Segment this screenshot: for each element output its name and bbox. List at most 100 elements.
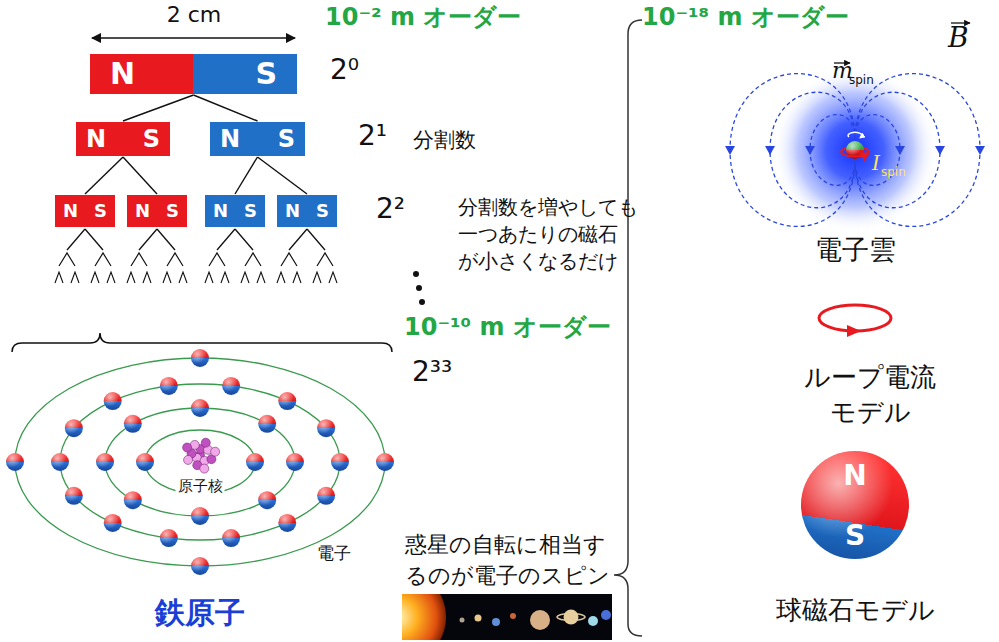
electron-ball (51, 453, 69, 471)
division-power: 2³³ (412, 356, 452, 388)
electron-ball (331, 453, 349, 471)
electron-ball (317, 419, 335, 437)
nucleon (211, 447, 220, 456)
brace (12, 333, 392, 352)
scale-order: 10⁻² m オーダー (325, 4, 521, 32)
electron (124, 491, 142, 509)
electron (331, 453, 349, 471)
split-line (123, 95, 194, 121)
electron-shine (124, 491, 142, 509)
planet (564, 610, 579, 625)
electron-ball (124, 491, 142, 509)
part-label: 原子核 (176, 478, 225, 495)
electron-ball (222, 529, 240, 547)
electron-shine (278, 392, 296, 410)
branch-line (317, 253, 333, 266)
planet (460, 618, 465, 623)
electron (96, 453, 114, 471)
electron-shine (191, 557, 209, 575)
branch-line (139, 229, 157, 250)
electron-shine (278, 514, 296, 532)
nucleon (184, 455, 193, 464)
pole-letter: S (845, 522, 865, 550)
sphere-magnet: NS (800, 450, 910, 560)
electron (246, 453, 264, 471)
branch-line (257, 272, 265, 283)
electron (160, 377, 178, 395)
electron-shine (191, 399, 209, 417)
pole-letter: N (135, 202, 150, 220)
electron (258, 491, 276, 509)
branch-line (59, 253, 75, 266)
electron-shine (317, 487, 335, 505)
electron-shine (222, 529, 240, 547)
split-line (258, 157, 308, 194)
electron-ball (191, 399, 209, 417)
electron-ball (6, 453, 24, 471)
model-caption: ループ電流 モデル (795, 360, 945, 430)
electron (191, 557, 209, 575)
electron-shine (191, 507, 209, 525)
electron-shine (104, 392, 122, 410)
branch-line (91, 272, 99, 283)
part-label: 電子 (315, 544, 353, 564)
electron-shine (65, 419, 83, 437)
planet (492, 618, 500, 626)
dot (416, 285, 422, 291)
electron-ball (65, 487, 83, 505)
electron-shine (136, 453, 154, 471)
field-arrowhead (895, 146, 905, 155)
division-power: 2² (376, 193, 405, 225)
electron-shine (160, 377, 178, 395)
pole-letter: S (255, 59, 277, 89)
electron (286, 453, 304, 471)
analogy-note: 惑星の自転に相当す るのが電子のスピン (405, 530, 617, 592)
electron-ball (96, 453, 114, 471)
electron-ball (191, 557, 209, 575)
electron-ball (222, 377, 240, 395)
pole-letter: N (220, 127, 240, 151)
branch-line (281, 253, 297, 266)
bar-magnet: NS (205, 195, 265, 227)
branch-line (143, 272, 151, 283)
field-arrowhead (935, 146, 945, 155)
pole-letter: S (166, 202, 179, 220)
branch-line (235, 229, 253, 250)
planet (601, 610, 611, 620)
branch-line (277, 272, 285, 283)
branch-line (289, 229, 307, 250)
branch-line (163, 272, 171, 283)
field-line (855, 74, 980, 227)
electron (317, 419, 335, 437)
continuation-dots (413, 271, 425, 305)
branch-line (293, 272, 301, 283)
pole-letter: S (278, 127, 295, 151)
figure-title: 鉄原子 (155, 596, 245, 631)
electron (124, 415, 142, 433)
branch-line (85, 229, 103, 250)
electron-ball (278, 514, 296, 532)
electron-shine (6, 453, 24, 471)
division-note: 分割数を増やしても 一つあたりの磁石 が小さくなるだけ (458, 194, 658, 275)
branch-line (67, 229, 85, 250)
field-arrowhead (765, 146, 775, 155)
electron-ball (136, 453, 154, 471)
dimension-label: 2 cm (167, 2, 222, 27)
electron (317, 487, 335, 505)
division-note: 分割数 (413, 128, 476, 152)
model-caption: 電子雲 (815, 234, 896, 265)
electron-shine (104, 514, 122, 532)
electron-ball (376, 453, 394, 471)
electron (136, 453, 154, 471)
current-symbol: I (872, 152, 880, 175)
pole-letter: N (86, 127, 106, 151)
nucleon (201, 438, 210, 447)
electron-shine (51, 453, 69, 471)
vector-subscript: spin (849, 74, 874, 88)
orbit (60, 384, 340, 540)
field-line (730, 74, 855, 227)
bar-magnet: NS (277, 195, 337, 227)
branch-line (209, 253, 225, 266)
electron-shine (258, 415, 276, 433)
